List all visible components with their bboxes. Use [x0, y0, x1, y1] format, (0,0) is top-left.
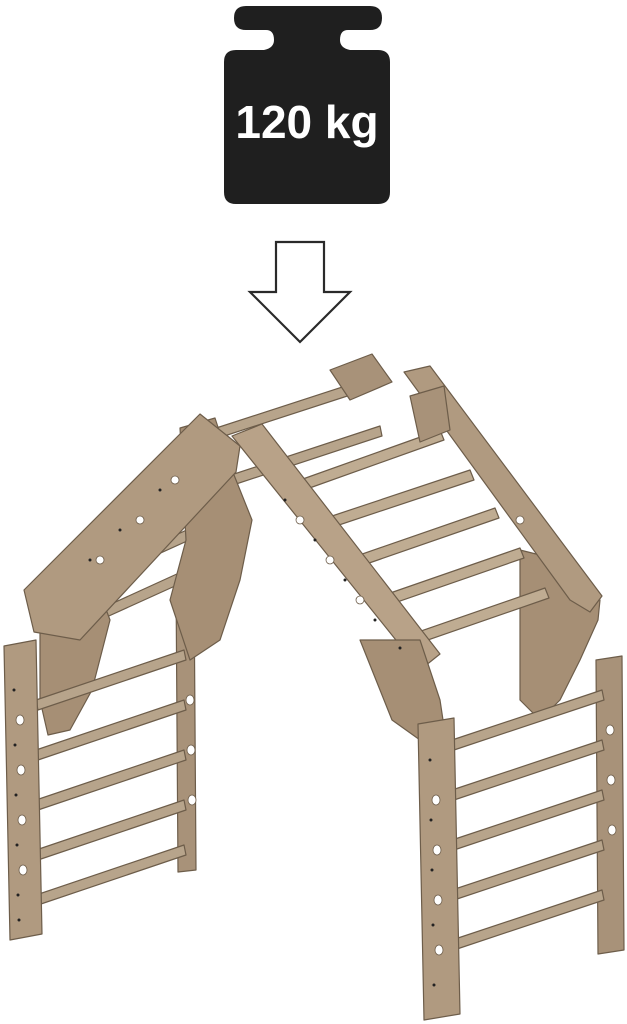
- front-right-post: [417, 717, 461, 1021]
- right-arch-outer-beam: [403, 365, 603, 613]
- right-arch-rungs: [299, 429, 550, 651]
- frame-screw-dots: [12, 488, 436, 987]
- left-ladder-rungs: [35, 649, 187, 906]
- frame-holes: [15, 475, 617, 956]
- climbing-arch-frame: [3, 353, 625, 1021]
- weight-label: 120 kg: [235, 96, 378, 148]
- front-left-post: [3, 639, 43, 941]
- right-arch-inner-beam: [231, 423, 441, 671]
- weight-icon: 120 kg: [224, 6, 390, 204]
- down-arrow-icon: [247, 240, 353, 344]
- right-ladder-rungs: [451, 689, 605, 951]
- top-joint-plate: [329, 353, 393, 401]
- top-joint-plate-right: [409, 385, 451, 443]
- left-arch-beam: [23, 413, 241, 641]
- right-back-post: [595, 655, 625, 955]
